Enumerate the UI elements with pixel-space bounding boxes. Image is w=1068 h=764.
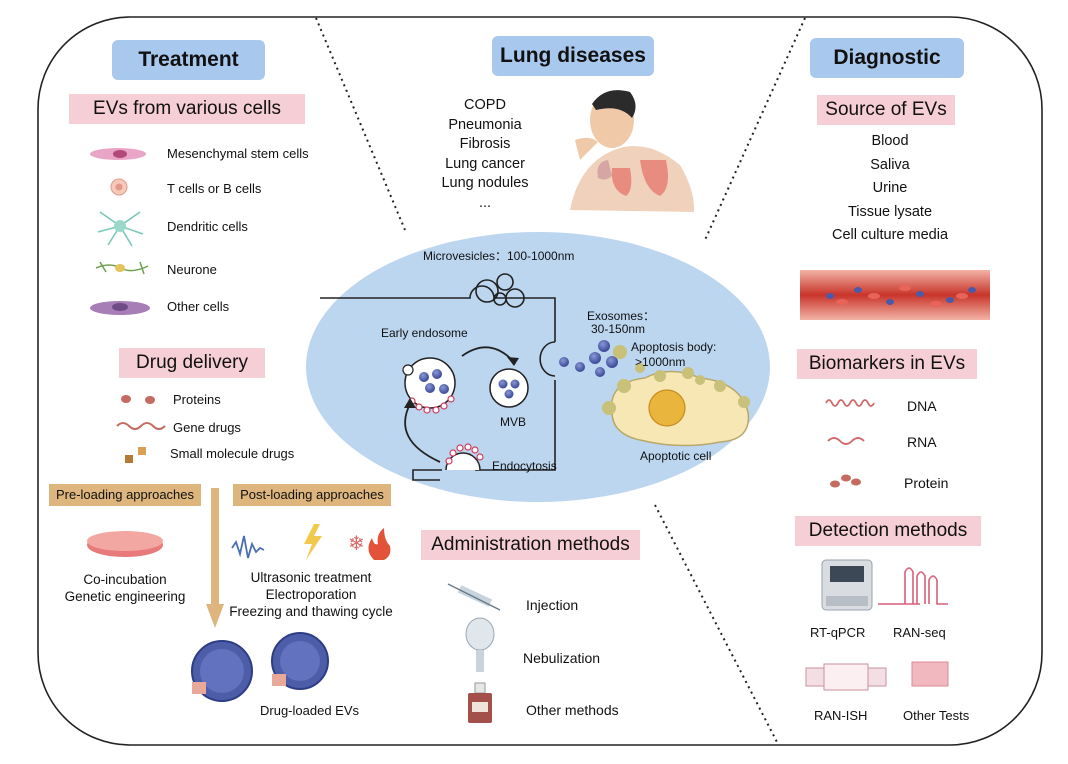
detection-item: RAN-seq xyxy=(893,625,946,640)
source-item: Cell culture media xyxy=(831,227,949,243)
early-endosome-label: Early endosome xyxy=(381,326,468,340)
apoptosis-body-label: Apoptosis body: xyxy=(631,340,717,354)
detection-methods-title: Detection methods xyxy=(795,516,981,546)
pcr-machine-icon xyxy=(821,559,873,611)
mvb-label: MVB xyxy=(500,415,527,429)
source-item: Saliva xyxy=(870,156,910,173)
seq-icon xyxy=(878,567,948,605)
lung-disease-item: ... xyxy=(478,194,492,211)
diagnostic-title: Diagnostic xyxy=(810,38,964,78)
lung-disease-item: Fibrosis xyxy=(459,136,511,152)
cell-item: Dendritic cells xyxy=(167,219,248,234)
drug-item: Small molecule drugs xyxy=(170,446,295,461)
bottle-icon xyxy=(468,682,492,723)
treatment-title: Treatment xyxy=(112,40,265,80)
apoptotic-cell-label: Apoptotic cell xyxy=(640,449,712,463)
cell-item: Other cells xyxy=(167,299,230,314)
biomarker-item: Protein xyxy=(904,475,949,491)
cell-icons xyxy=(90,148,150,315)
biomarkers-title: Biomarkers in EVs xyxy=(797,349,977,379)
biomarker-item: RNA xyxy=(907,434,937,450)
divider-top-right xyxy=(704,17,806,241)
nebulizer-icon xyxy=(465,617,495,672)
lung-disease-list: COPD Pneumonia Fibrosis Lung cancer Lung… xyxy=(422,96,548,213)
evs-from-cells-title: EVs from various cells xyxy=(69,94,305,124)
administration-item: Other methods xyxy=(526,702,619,718)
mvb xyxy=(489,368,529,408)
lung-disease-item: Lung nodules xyxy=(441,175,529,191)
lung-disease-item: COPD xyxy=(464,97,506,113)
source-item: Blood xyxy=(871,133,909,149)
apoptosis-size-label: >1000nm xyxy=(635,355,686,369)
patient-illustration xyxy=(570,90,695,212)
post-loading-item: Freezing and thawing cycle xyxy=(229,604,393,619)
source-item: Urine xyxy=(872,180,908,196)
loading-arrow xyxy=(206,488,224,628)
svg-text:❄: ❄ xyxy=(348,531,365,555)
detection-item: RT-qPCR xyxy=(810,625,866,640)
ish-icon xyxy=(805,663,887,691)
cell-item: Mesenchymal stem cells xyxy=(167,146,309,161)
drug-item: Proteins xyxy=(173,392,221,407)
fire-icon xyxy=(368,528,391,560)
source-item: Tissue lysate xyxy=(847,203,933,220)
ultrasound-icon xyxy=(231,535,265,559)
rna-icon xyxy=(827,437,865,445)
microvesicles-label: Microvesicles：100-1000nm xyxy=(423,249,575,263)
pre-loading-item: Genetic engineering xyxy=(64,589,186,604)
blood-vessel-icon xyxy=(800,270,990,320)
drug-item: Gene drugs xyxy=(173,420,241,435)
cell-item: Neurone xyxy=(167,262,217,277)
post-loading-list: Ultrasonic treatment Electroporation Fre… xyxy=(226,569,396,620)
source-of-evs-title: Source of EVs xyxy=(817,95,955,125)
lung-disease-item: Lung cancer xyxy=(445,155,525,172)
lung-diseases-title: Lung diseases xyxy=(492,36,654,76)
detection-item: Other Tests xyxy=(903,708,970,723)
post-loading-item: Ultrasonic treatment xyxy=(250,570,372,585)
post-loading-item: Electroporation xyxy=(265,587,357,602)
detection-item: RAN-ISH xyxy=(814,708,868,723)
drug-loaded-ev-icons xyxy=(191,632,329,702)
dna-icon xyxy=(825,399,875,407)
plate-icon xyxy=(911,661,949,687)
pre-loading-list: Co-incubation Genetic engineering xyxy=(55,571,195,605)
outer-frame xyxy=(37,16,1043,746)
exosomes-size-label: 30-150nm xyxy=(591,322,646,336)
divider-bottom-right xyxy=(654,504,779,745)
drug-delivery-title: Drug delivery xyxy=(119,348,265,378)
biomarker-item: DNA xyxy=(907,398,937,414)
cell-item: T cells or B cells xyxy=(167,181,262,196)
drug-loaded-evs-label: Drug-loaded EVs xyxy=(260,703,359,718)
pre-loading-item: Co-incubation xyxy=(83,572,167,587)
syringe-icon xyxy=(447,583,501,611)
membrane-path xyxy=(320,285,556,481)
lightning-icon xyxy=(304,524,322,560)
administration-item: Injection xyxy=(526,597,579,613)
endocytosis-label: Endocytosis xyxy=(492,459,557,473)
administration-item: Nebulization xyxy=(523,650,601,666)
lung-disease-item: Pneumonia xyxy=(448,116,522,133)
exosomes-label: Exosomes： xyxy=(587,309,656,323)
divider-top-left xyxy=(315,17,406,231)
drug-icons xyxy=(116,395,166,463)
pre-loading-title: Pre-loading approaches xyxy=(49,484,201,506)
source-list: Blood Saliva Urine Tissue lysate Cell cu… xyxy=(800,130,980,248)
administration-title: Administration methods xyxy=(421,530,640,560)
protein-icon xyxy=(830,474,861,488)
post-loading-title: Post-loading approaches xyxy=(233,484,391,506)
